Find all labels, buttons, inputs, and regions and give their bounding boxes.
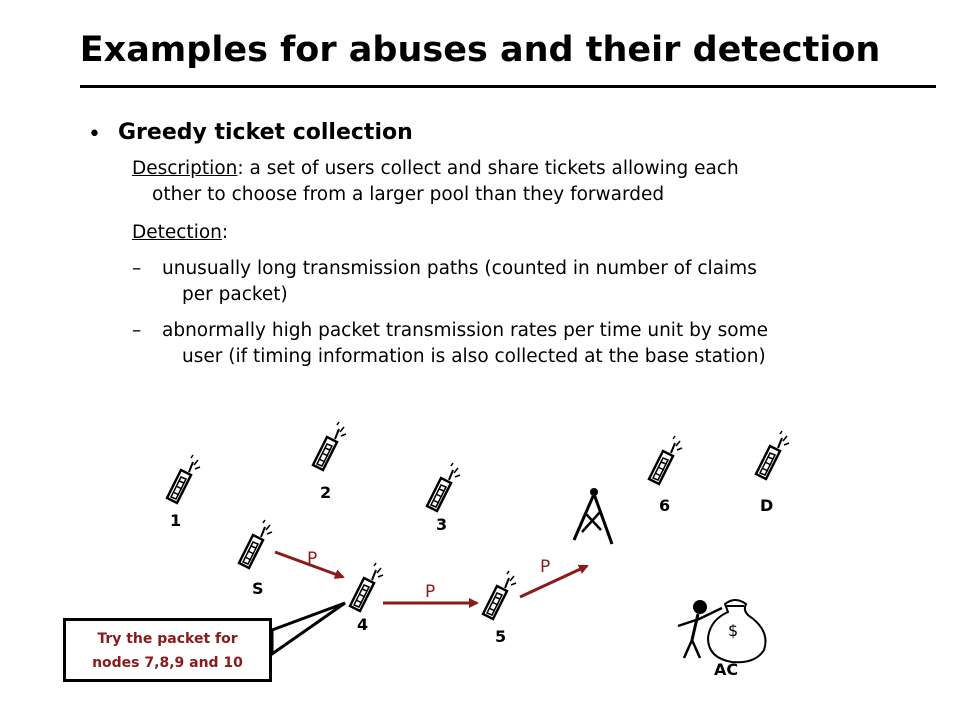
- detection-item: – unusually long transmission paths (cou…: [132, 256, 892, 308]
- bullet-dot: •: [88, 122, 101, 147]
- detection-label: Detection: [132, 222, 222, 243]
- phone-node-4-icon: [348, 561, 385, 613]
- phone-node-S-icon: [237, 518, 274, 570]
- node-label: 5: [495, 627, 506, 646]
- detection-colon: :: [221, 222, 229, 243]
- title-underline: [80, 85, 936, 88]
- description-text-line1: : a set of users collect and share ticke…: [237, 158, 739, 179]
- slide-title: Examples for abuses and their detection: [79, 30, 881, 70]
- base-station-icon: [572, 488, 614, 545]
- packet-label: P: [540, 557, 550, 577]
- node-label: 1: [170, 511, 181, 530]
- node-label: S: [252, 579, 264, 598]
- phone-node-6-icon: [647, 434, 684, 486]
- callout-box: Try the packet for nodes 7,8,9 and 10: [63, 618, 272, 682]
- phone-node-5-icon: [481, 569, 518, 621]
- description-paragraph: Description: a set of users collect and …: [132, 156, 892, 208]
- node-label: D: [760, 496, 773, 515]
- description-label: Description: [132, 158, 238, 179]
- detection-item: – abnormally high packet transmission ra…: [132, 318, 892, 370]
- phone-node-3-icon: [425, 461, 462, 513]
- accounting-center-icon: [677, 599, 767, 664]
- packet-label: P: [425, 582, 435, 602]
- detection-item-line1: unusually long transmission paths (count…: [162, 258, 757, 279]
- money-symbol: $: [728, 621, 738, 640]
- packet-arrow: [519, 564, 589, 599]
- phone-node-D-icon: [754, 429, 791, 481]
- detection-item-line2: per packet): [182, 284, 288, 305]
- node-label: 6: [659, 496, 670, 515]
- node-label: 2: [320, 483, 331, 502]
- callout-line2: nodes 7,8,9 and 10: [92, 655, 243, 671]
- dash-marker: –: [132, 258, 142, 279]
- detection-item-line1: abnormally high packet transmission rate…: [162, 320, 769, 341]
- node-label: 3: [436, 515, 447, 534]
- node-label: 4: [357, 615, 368, 634]
- callout-line1: Try the packet for: [97, 631, 238, 647]
- node-label: AC: [714, 660, 738, 679]
- callout-pointer: [270, 601, 346, 657]
- phone-node-2-icon: [311, 420, 348, 472]
- packet-arrow: [274, 550, 345, 579]
- phone-node-1-icon: [165, 453, 202, 505]
- detection-heading: Detection:: [132, 220, 228, 246]
- dash-marker: –: [132, 320, 142, 341]
- description-text-line2: other to choose from a larger pool than …: [152, 184, 665, 205]
- packet-label: P: [307, 549, 317, 569]
- detection-item-line2: user (if timing information is also coll…: [182, 346, 766, 367]
- bullet-heading: Greedy ticket collection: [118, 120, 413, 145]
